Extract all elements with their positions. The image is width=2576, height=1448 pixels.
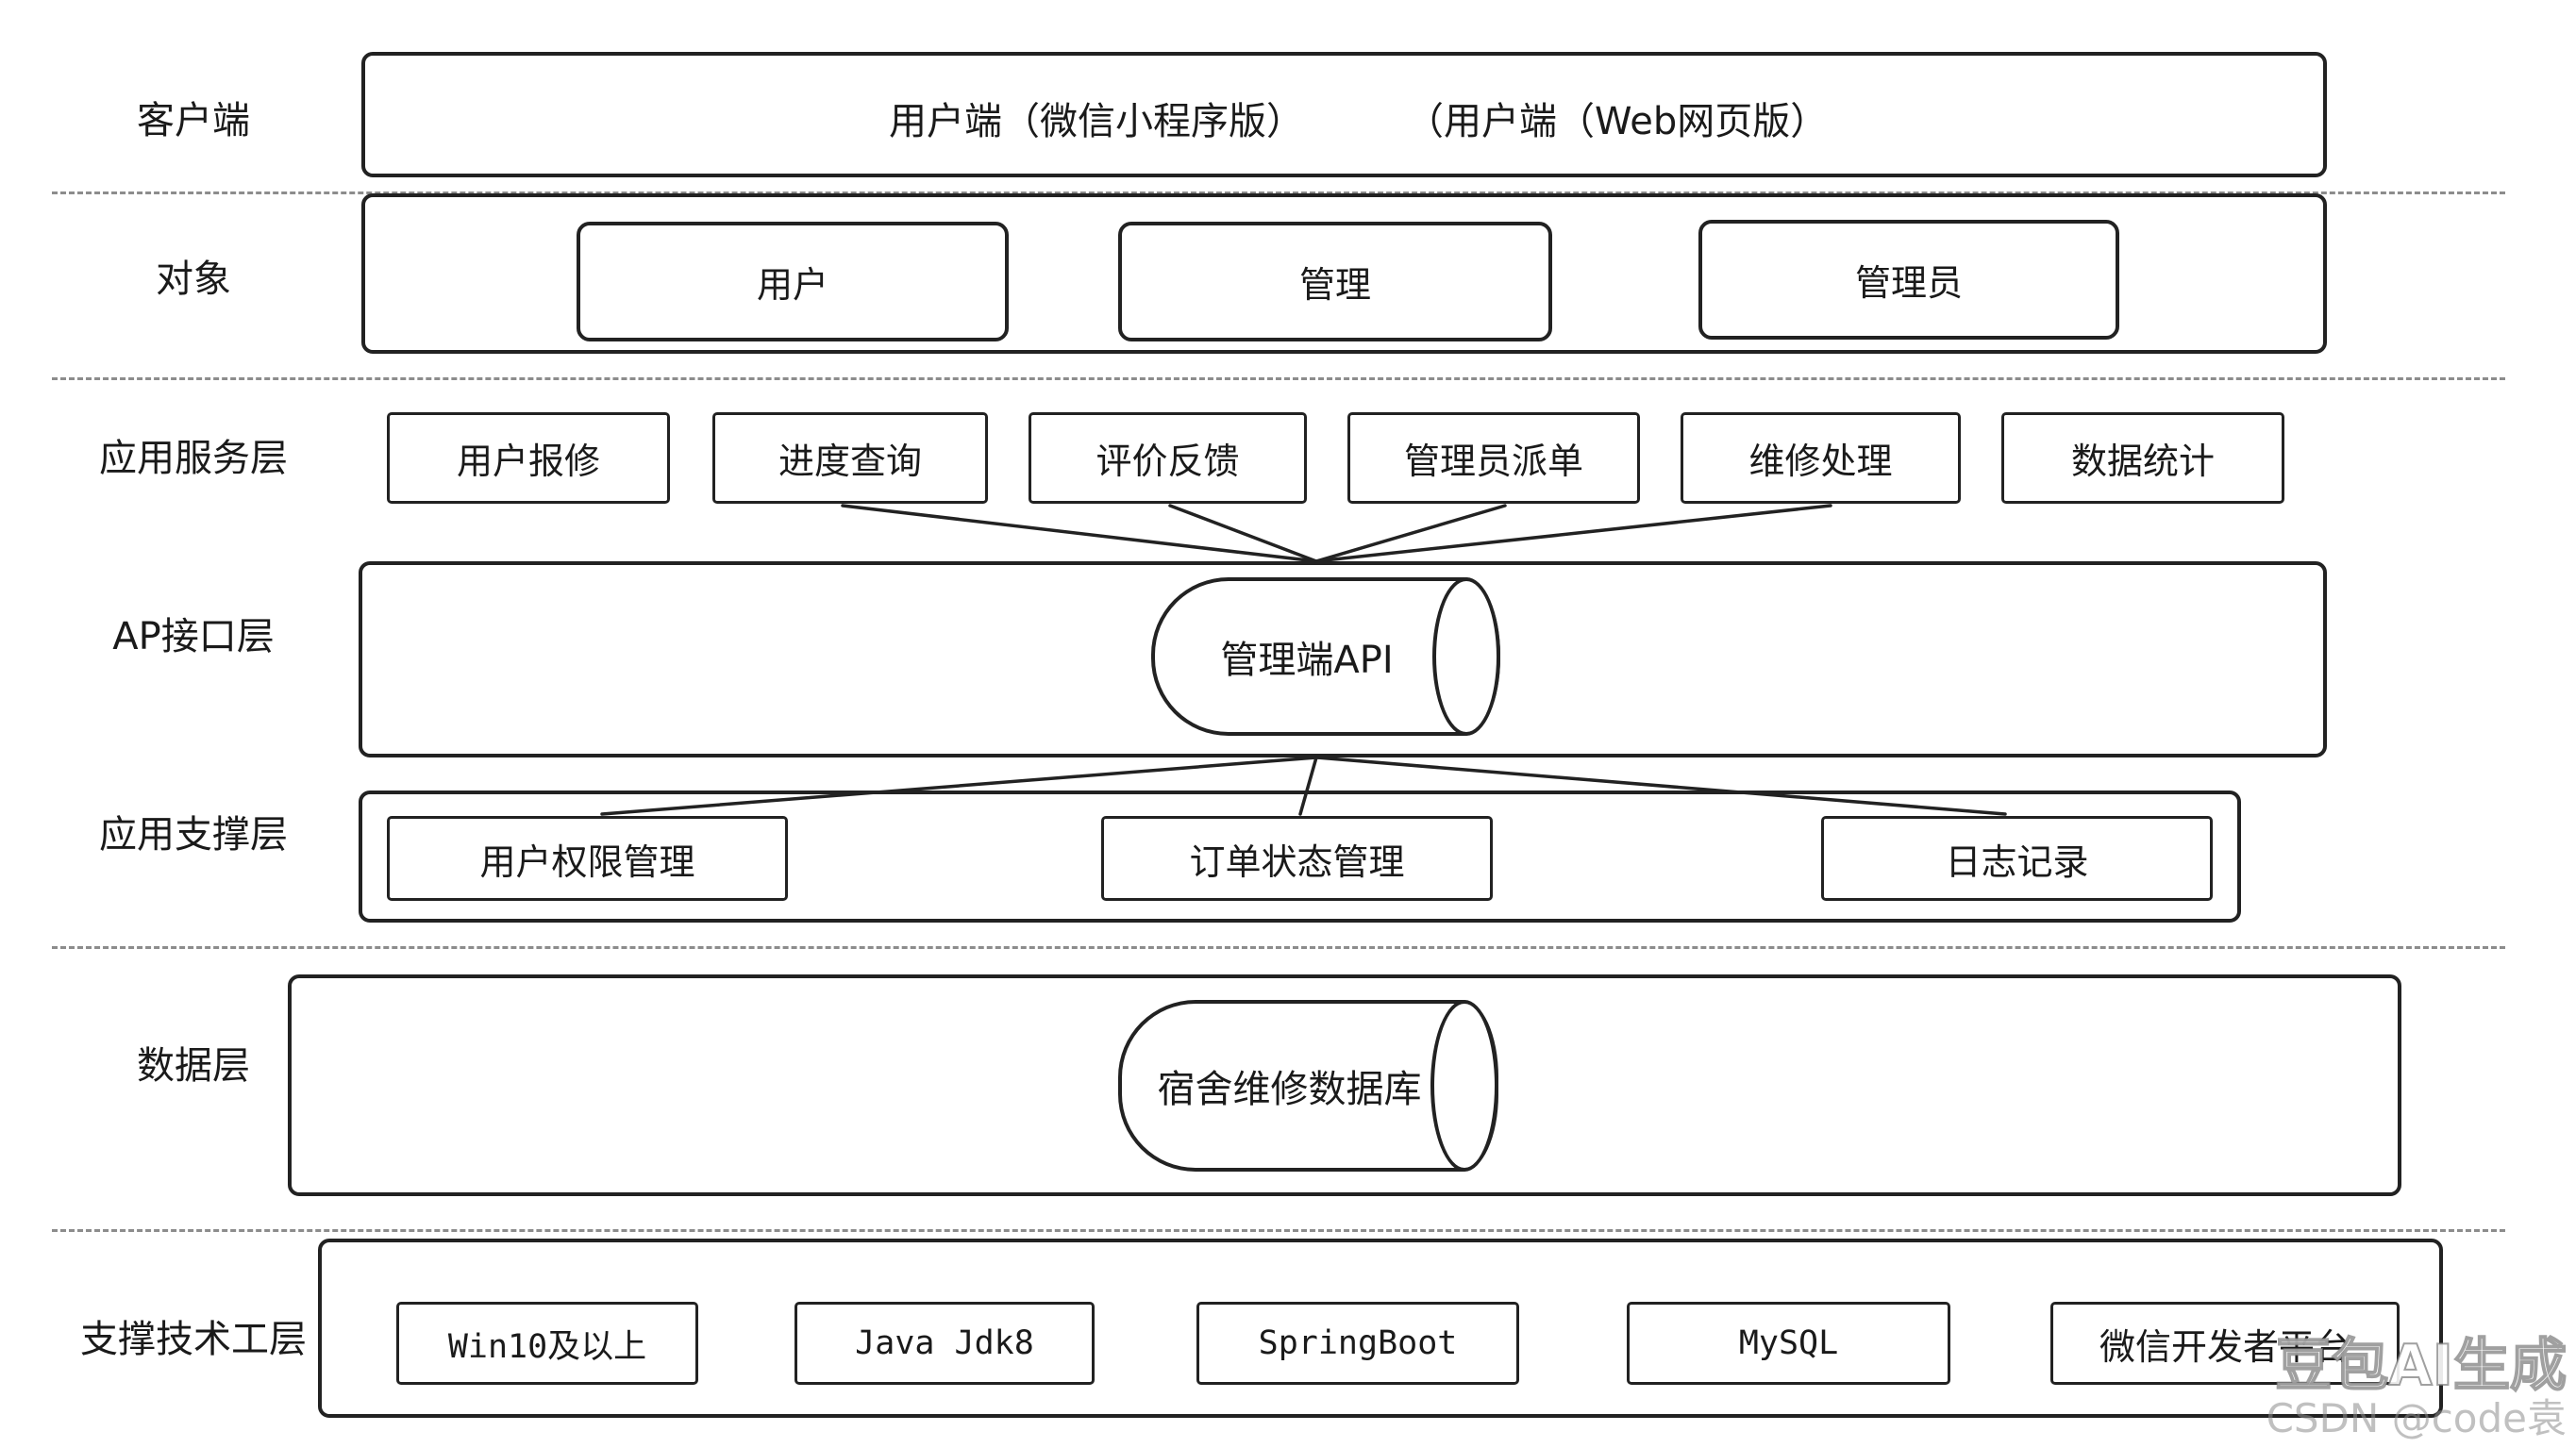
layer-separator — [52, 1229, 2505, 1232]
watermark-ai-generated: 豆包AI生成 — [2274, 1332, 2568, 1399]
database-cylinder: 宿舍维修数据库 — [1118, 1000, 1498, 1172]
cylinder-cap — [1430, 1000, 1498, 1172]
api-name: 管理端API — [1220, 639, 1394, 682]
layer-label-tech: 支撑技术工层 — [80, 1318, 307, 1361]
client-mini-program: 用户端（微信小程序版） — [889, 100, 1304, 143]
connector-line — [1314, 504, 1832, 563]
object-user: 用户 — [577, 222, 1009, 341]
layer-separator — [52, 946, 2505, 949]
connector-line — [1168, 504, 1318, 563]
service-repair-request: 用户报修 — [387, 412, 670, 504]
tech-java: Java Jdk8 — [795, 1302, 1095, 1385]
object-admin: 管理员 — [1698, 220, 2119, 340]
connector-line — [841, 504, 1318, 563]
layer-label-objects: 对象 — [156, 258, 231, 301]
layer-label-data: 数据层 — [137, 1044, 250, 1088]
api-cylinder: 管理端API — [1151, 577, 1500, 736]
layer-label-client: 客户端 — [137, 99, 250, 142]
tech-springboot: SpringBoot — [1196, 1302, 1519, 1385]
client-web: （用户端（Web网页版） — [1406, 100, 1829, 143]
watermark: 豆包AI生成 CSDN @code袁 — [2266, 1332, 2568, 1441]
service-statistics: 数据统计 — [2001, 412, 2284, 504]
support-logging: 日志记录 — [1821, 816, 2213, 901]
object-management: 管理 — [1118, 222, 1552, 341]
watermark-csdn: CSDN @code袁 — [2266, 1394, 2567, 1441]
layer-label-app-service: 应用服务层 — [99, 437, 288, 480]
tech-wechat-devtools: 微信开发者平台 — [2050, 1302, 2400, 1385]
service-feedback: 评价反馈 — [1029, 412, 1307, 504]
cylinder-cap — [1432, 577, 1500, 736]
tech-windows: Win10及以上 — [396, 1302, 698, 1385]
database-name: 宿舍维修数据库 — [1157, 1068, 1422, 1111]
connector-line — [1314, 504, 1507, 563]
support-user-permissions: 用户权限管理 — [387, 816, 788, 901]
layer-label-app-support: 应用支撑层 — [99, 813, 288, 857]
layer-separator — [52, 191, 2505, 194]
service-dispatch: 管理员派单 — [1347, 412, 1640, 504]
support-order-status: 订单状态管理 — [1101, 816, 1493, 901]
layer-separator — [52, 377, 2505, 380]
layer-label-api: AP接口层 — [112, 615, 275, 658]
service-repair-handling: 维修处理 — [1681, 412, 1961, 504]
tech-mysql: MySQL — [1627, 1302, 1950, 1385]
client-frame — [361, 52, 2327, 177]
service-progress-query: 进度查询 — [712, 412, 988, 504]
